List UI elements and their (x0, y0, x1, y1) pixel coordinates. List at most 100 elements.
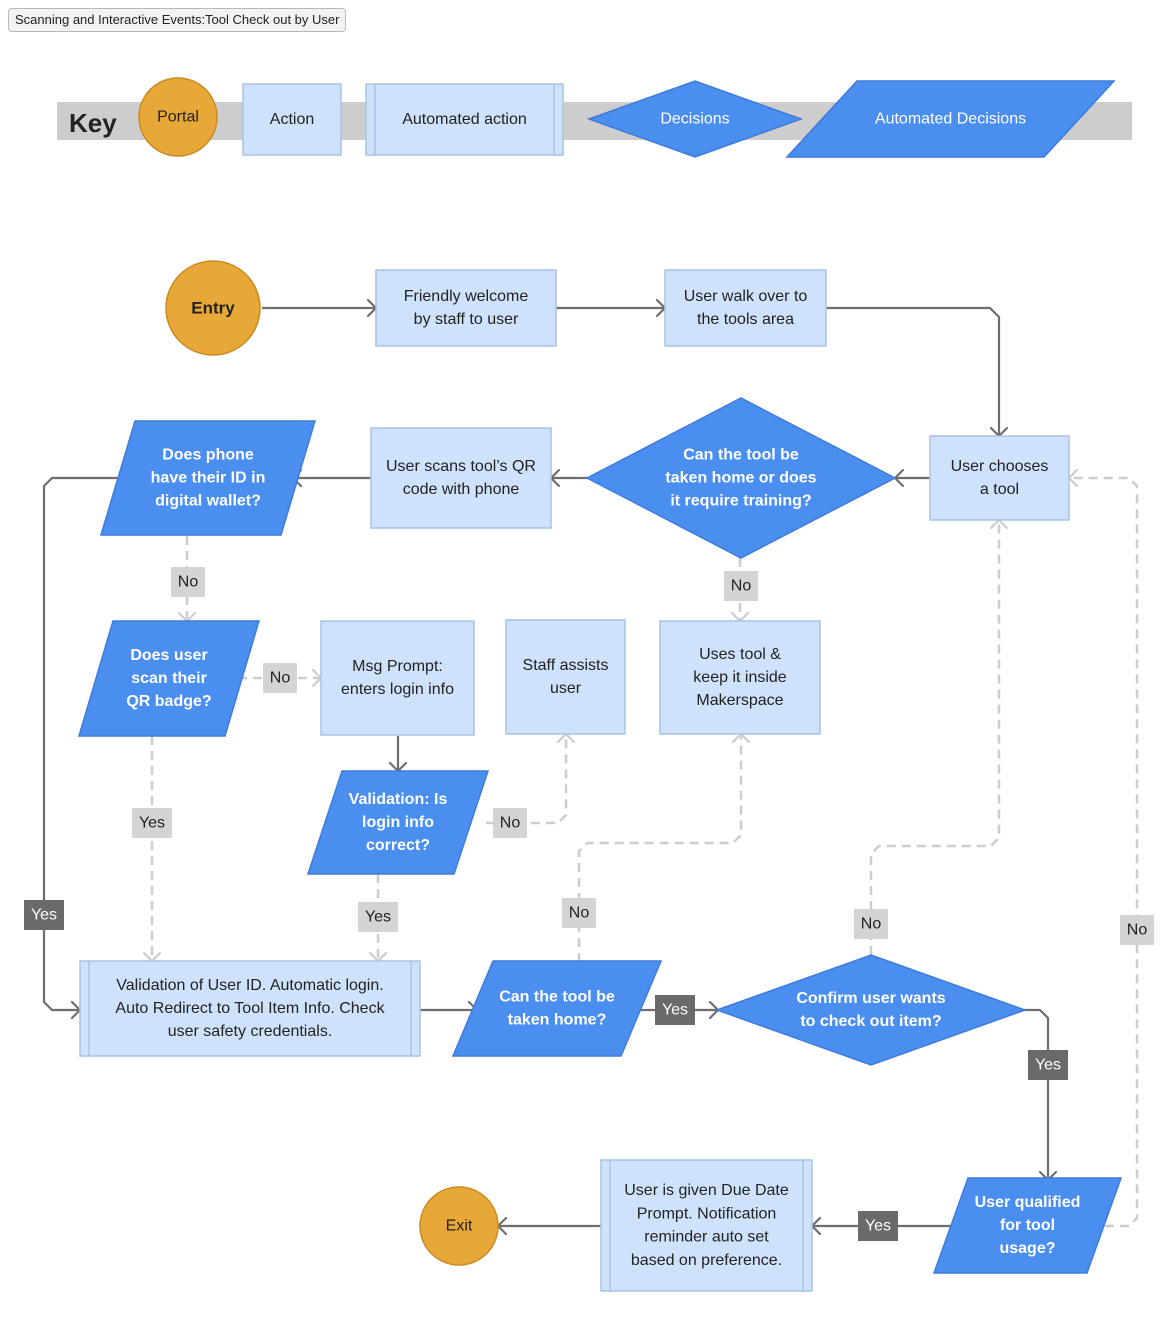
scan-badge-decision-line-1: Does user (130, 647, 207, 664)
user-chooses-tool-action-line-1: User chooses (951, 458, 1049, 475)
legend-portal-line-1: Portal (157, 109, 199, 126)
edge-validation-to-takehome (420, 1000, 479, 1020)
msg-prompt-action-line-2: enters login info (341, 681, 454, 698)
entry-portal[interactable]: Entry (165, 260, 261, 356)
edge-decision-to-scan (549, 468, 588, 488)
label-takehome-no-text: No (569, 905, 590, 922)
take-home-or-training-decision-line-3: it require training? (670, 493, 811, 510)
can-take-home-decision[interactable]: Can the tool be taken home? (451, 960, 663, 1057)
welcome-action[interactable]: Friendly welcome by staff to user (375, 269, 557, 347)
can-take-home-decision-line-1: Can the tool be (499, 988, 615, 1005)
user-chooses-tool-action[interactable]: User chooses a tool (929, 435, 1070, 521)
legend-automated-decisions-line-1: Automated Decisions (875, 111, 1026, 128)
can-take-home-decision-line-2: taken home? (508, 1012, 607, 1029)
label-login-no: No (493, 808, 527, 838)
edge-walk-to-chooses (826, 306, 1009, 438)
label-confirm-yes: Yes (1028, 1050, 1068, 1080)
legend-decisions-line-1: Decisions (660, 111, 729, 128)
legend-automated-decisions[interactable]: Automated Decisions (785, 80, 1116, 158)
label-takehome-yes-text: Yes (662, 1002, 688, 1019)
legend-automated-action-line-1: Automated action (402, 111, 527, 128)
label-takehome-yes: Yes (655, 995, 695, 1025)
label-confirm-no: No (854, 909, 888, 939)
label-takehome-no: No (562, 898, 596, 928)
validation-login-decision-line-2: login info (362, 814, 434, 831)
label-training-no-text: No (731, 578, 752, 595)
label-training-no: No (724, 571, 758, 601)
confirm-checkout-decision-line-1: Confirm user wants (796, 990, 945, 1007)
user-qualified-decision-line-1: User qualified (975, 1194, 1081, 1211)
phone-wallet-decision-line-2: have their ID in (151, 470, 266, 487)
edge-msg-to-validation (388, 736, 408, 773)
legend-action-line-1: Action (270, 111, 314, 128)
scan-qr-action-line-1: User scans tool’s QR (386, 458, 536, 475)
staff-assists-action[interactable]: Staff assists user (505, 619, 626, 735)
edge-scan-to-wallet (291, 468, 371, 488)
validation-user-automated-action-line-1: Validation of User ID. Automatic login. (116, 977, 383, 994)
page-title: Scanning and Interactive Events:Tool Che… (8, 8, 347, 32)
validation-login-decision-line-1: Validation: Is (349, 791, 448, 808)
confirm-checkout-decision[interactable]: Confirm user wants to check out item? (714, 954, 1028, 1066)
edge-entry-to-welcome (262, 298, 378, 318)
uses-inside-action-line-2: keep it inside (693, 669, 786, 686)
validation-user-automated-action-line-2: Auto Redirect to Tool Item Info. Check (115, 1000, 385, 1017)
label-login-yes: Yes (358, 902, 398, 932)
label-wallet-yes-text: Yes (31, 907, 57, 924)
validation-user-automated-action[interactable]: Validation of User ID. Automatic login. A… (79, 960, 421, 1057)
confirm-checkout-decision-line-2: to check out item? (800, 1013, 941, 1030)
scan-badge-decision-line-3: QR badge? (126, 693, 211, 710)
take-home-or-training-decision-line-1: Can the tool be (683, 446, 799, 463)
take-home-or-training-decision-line-2: taken home or does (665, 470, 816, 487)
due-date-automated-action-line-1: User is given Due Date (624, 1182, 789, 1199)
user-chooses-tool-action-line-2: a tool (980, 481, 1019, 498)
user-qualified-decision[interactable]: User qualified for tool usage? (932, 1177, 1123, 1274)
staff-assists-action-line-2: user (550, 680, 582, 697)
welcome-action-line-1: Friendly welcome (404, 288, 529, 305)
exit-portal[interactable]: Exit (419, 1186, 499, 1266)
legend-automated-action[interactable]: Automated action (365, 83, 564, 156)
due-date-automated-action-line-2: Prompt. Notification (637, 1205, 777, 1222)
phone-wallet-decision-line-1: Does phone (162, 446, 254, 463)
label-qualified-yes: Yes (858, 1211, 898, 1241)
phone-wallet-decision-line-3: digital wallet? (155, 493, 261, 510)
edge-welcome-to-walk (556, 298, 667, 318)
label-confirm-yes-text: Yes (1035, 1057, 1061, 1074)
validation-user-automated-action-line-3: user safety credentials. (168, 1023, 333, 1040)
edge-qualified-no (1067, 468, 1139, 1228)
edge-wallet-yes (42, 476, 127, 1020)
scan-qr-action-line-2: code with phone (403, 481, 520, 498)
label-badge-yes-text: Yes (139, 815, 165, 832)
label-badge-no: No (263, 663, 297, 693)
legend-portal[interactable]: Portal (138, 77, 218, 157)
due-date-automated-action-line-3: reminder auto set (644, 1229, 769, 1246)
label-qualified-no: No (1120, 915, 1154, 945)
label-qualified-yes-text: Yes (865, 1218, 891, 1235)
staff-assists-action-line-1: Staff assists (523, 657, 609, 674)
edge-confirm-yes (1024, 1008, 1058, 1182)
walk-to-tools-action-line-1: User walk over to (684, 288, 808, 305)
legend-title: Key (69, 108, 117, 138)
walk-to-tools-action-line-2: the tools area (697, 311, 794, 328)
phone-wallet-decision[interactable]: Does phone have their ID in digital wallet… (99, 420, 317, 536)
label-badge-no-text: No (270, 670, 291, 687)
msg-prompt-action[interactable]: Msg Prompt:enters login info (320, 620, 475, 736)
walk-to-tools-action[interactable]: User walk over to the tools area (664, 269, 827, 347)
user-qualified-decision-line-2: for tool (1000, 1217, 1055, 1234)
welcome-action-line-2: by staff to user (414, 311, 519, 328)
legend-decisions[interactable]: Decisions (586, 80, 804, 158)
user-qualified-decision-line-3: usage? (999, 1240, 1055, 1257)
label-wallet-no: No (171, 567, 205, 597)
legend-action[interactable]: Action (242, 83, 342, 156)
label-qualified-no-text: No (1127, 922, 1148, 939)
label-login-no-text: No (500, 815, 521, 832)
take-home-or-training-decision[interactable]: Can the tool be taken home or does it requ… (585, 397, 897, 559)
uses-inside-action-line-1: Uses tool & (699, 646, 781, 663)
scan-qr-action[interactable]: User scans tool’s QR code with phone (370, 427, 552, 529)
edge-confirm-no (869, 518, 1009, 970)
edge-duedate-to-exit (496, 1216, 601, 1236)
